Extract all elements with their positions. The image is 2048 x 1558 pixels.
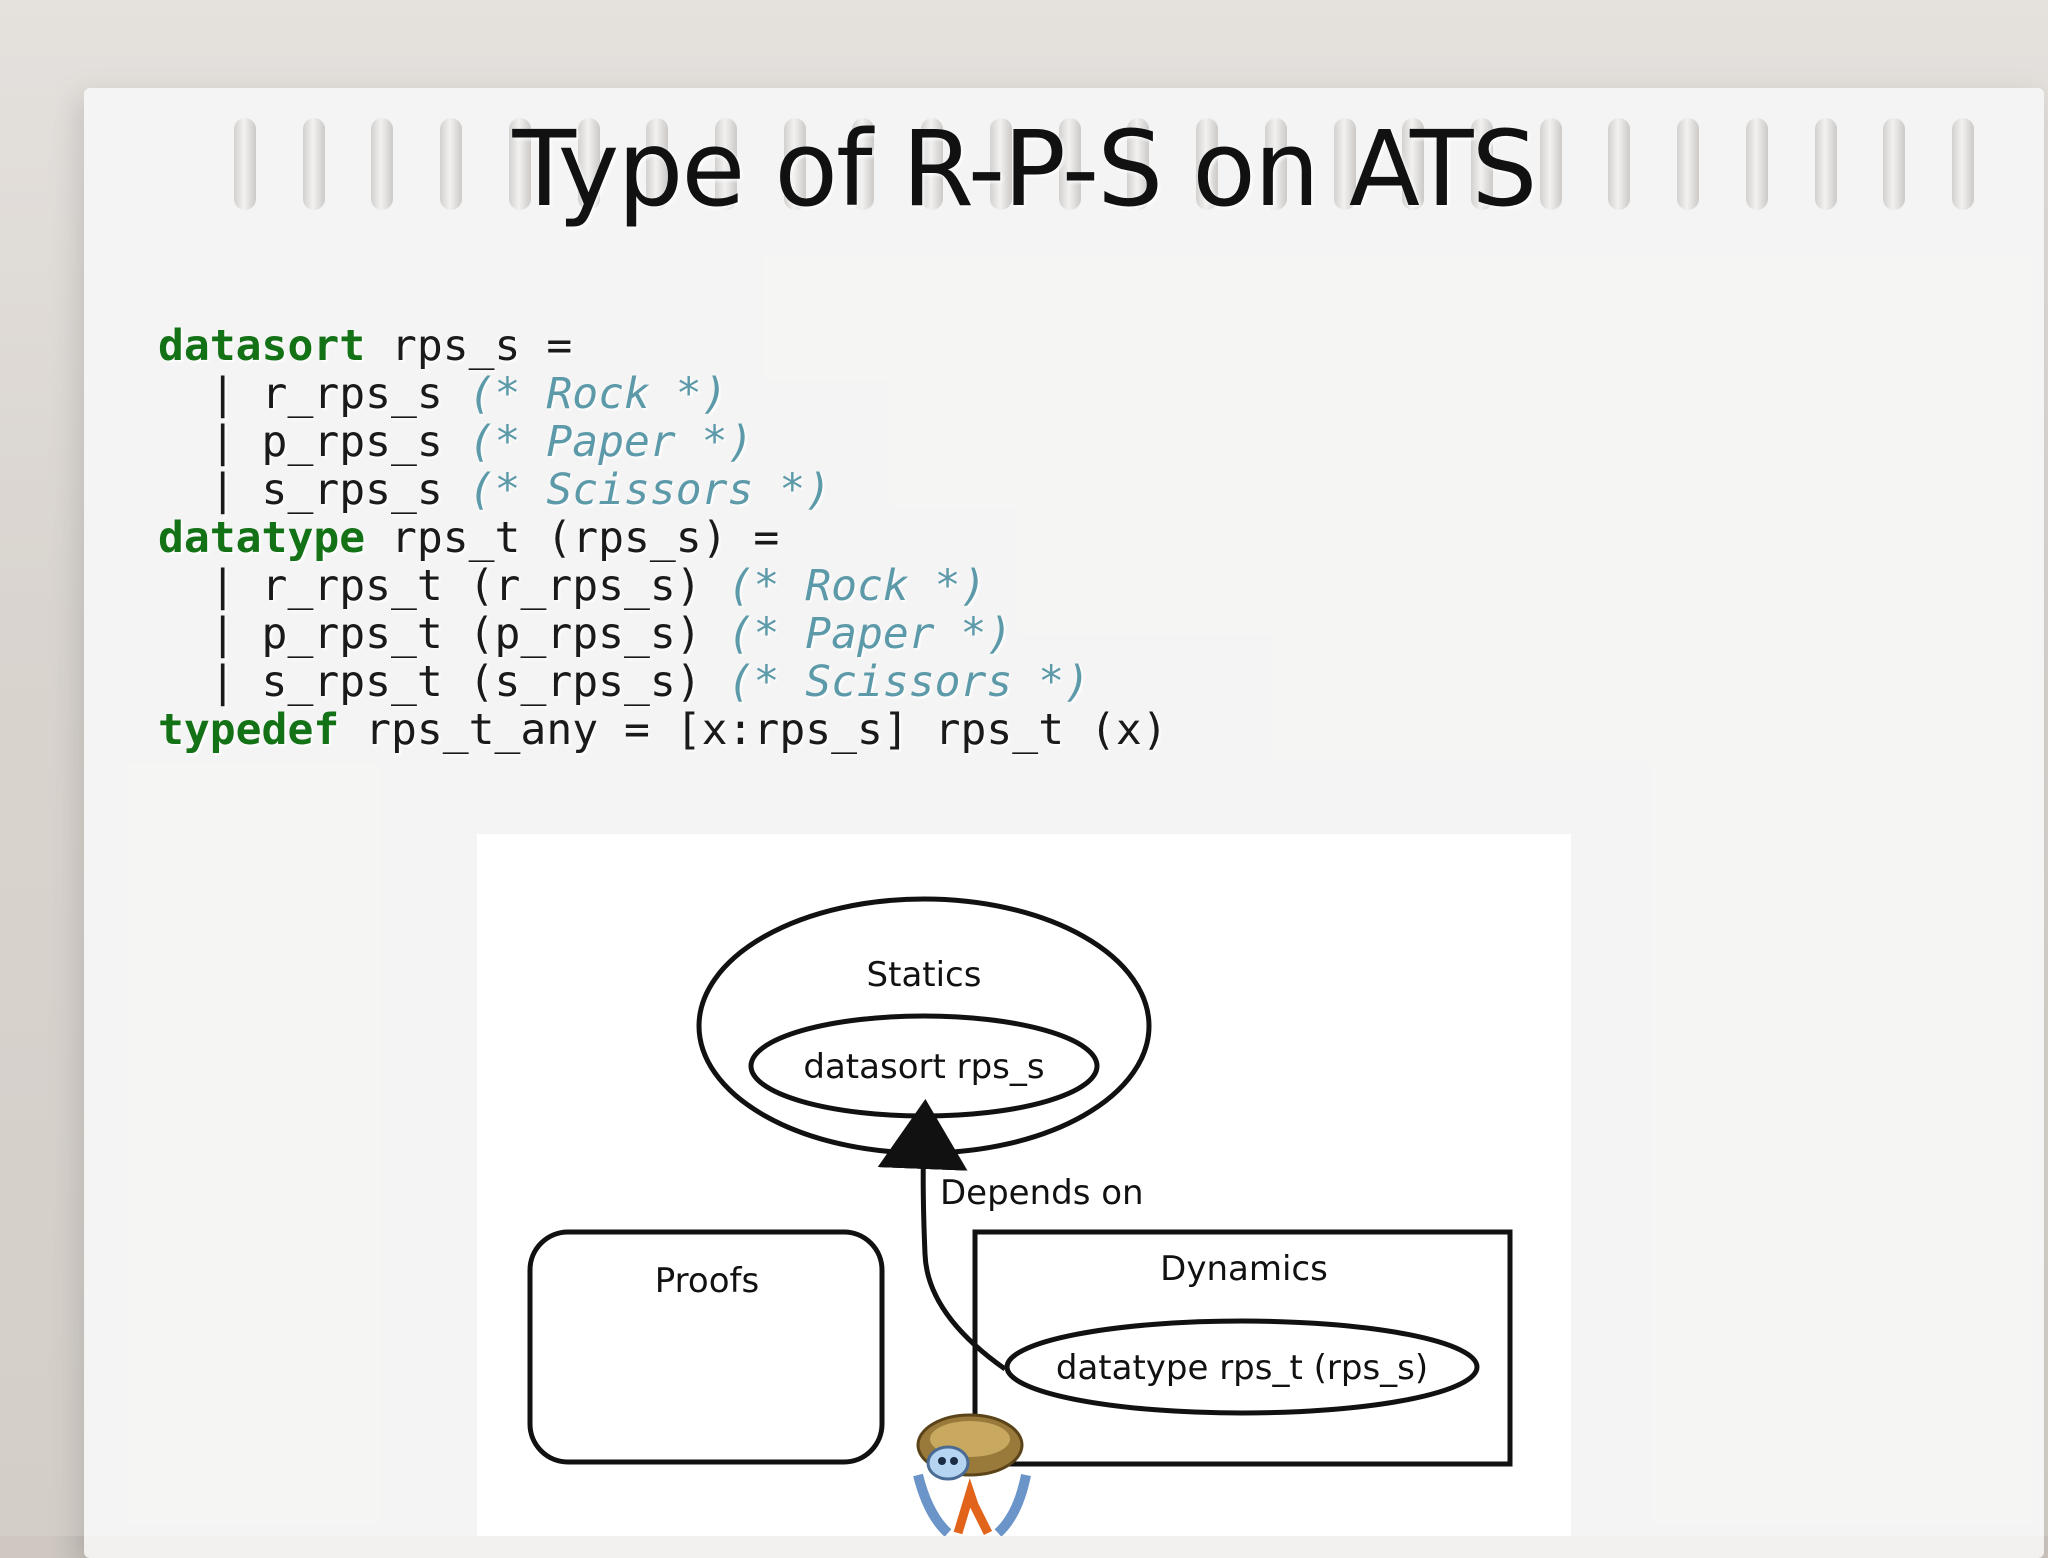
spiral-ring <box>1539 118 1562 210</box>
spiral-ring <box>508 118 531 210</box>
code-text: s_rps_t (s_rps_s) <box>235 657 728 707</box>
code-text: r_rps_t (r_rps_s) <box>235 561 728 611</box>
code-block: datasort rps_s = | r_rps_s (* Rock *) | … <box>158 322 1168 754</box>
code-bar: | <box>209 657 236 707</box>
datatype-label: datatype rps_t (rps_s) <box>1056 1348 1428 1388</box>
code-keyword: datasort <box>158 321 366 371</box>
spiral-ring <box>1883 118 1906 210</box>
ats-diagram: Statics datasort rps_s Proofs Dynamics d… <box>477 834 1571 1536</box>
spiral-ring <box>1814 118 1837 210</box>
datasort-label: datasort rps_s <box>803 1047 1044 1087</box>
code-comment: (* Paper *) <box>727 609 1013 659</box>
code-bar: | <box>209 609 236 659</box>
code-indent <box>158 465 210 515</box>
spiral-ring <box>1058 118 1081 210</box>
spiral-ring <box>1402 118 1425 210</box>
spiral-ring <box>1677 118 1700 210</box>
proofs-box <box>527 1229 885 1465</box>
spiral-ring <box>783 118 806 210</box>
code-text: rps_t_any = [x:rps_s] rps_t (x) <box>339 705 1168 755</box>
spiral-ring <box>1333 118 1356 210</box>
spiral-ring <box>234 118 256 210</box>
code-text: p_rps_t (p_rps_s) <box>235 609 728 659</box>
code-line: | r_rps_s (* Rock *) <box>158 370 1168 418</box>
code-line: datatype rps_t (rps_s) = <box>158 514 1168 562</box>
code-line: | p_rps_s (* Paper *) <box>158 418 1168 466</box>
code-keyword: typedef <box>158 705 340 755</box>
slide-title: Type of R-P-S on ATS <box>512 108 1537 230</box>
code-bar: | <box>209 465 236 515</box>
dynamics-label: Dynamics <box>1160 1249 1328 1289</box>
code-comment: (* Rock *) <box>727 561 987 611</box>
code-line: | s_rps_t (s_rps_s) (* Scissors *) <box>158 658 1168 706</box>
code-indent <box>158 369 210 419</box>
code-comment: (* Rock *) <box>468 369 728 419</box>
spiral-ring <box>1264 118 1287 210</box>
proofs-label: Proofs <box>655 1261 759 1301</box>
spiral-ring <box>852 118 875 210</box>
statics-label: Statics <box>867 955 982 995</box>
spiral-ring <box>921 118 944 210</box>
spiral-ring <box>440 118 463 210</box>
spiral-ring <box>989 118 1012 210</box>
spiral-ring <box>1196 118 1219 210</box>
code-line: | p_rps_t (p_rps_s) (* Paper *) <box>158 610 1168 658</box>
diagram-canvas: Statics datasort rps_s Proofs Dynamics d… <box>527 896 1513 1467</box>
code-line: typedef rps_t_any = [x:rps_s] rps_t (x) <box>158 706 1168 754</box>
code-indent <box>158 561 210 611</box>
spiral-binding <box>234 118 1974 218</box>
spiral-ring <box>646 118 669 210</box>
code-comment: (* Scissors *) <box>468 465 832 515</box>
code-text: p_rps_s <box>235 417 469 467</box>
spiral-ring <box>1745 118 1768 210</box>
code-indent <box>158 657 210 707</box>
code-text: s_rps_s <box>235 465 469 515</box>
code-text: rps_s = <box>365 321 573 371</box>
spiral-ring <box>302 118 325 210</box>
code-text: r_rps_s <box>235 369 469 419</box>
spiral-ring <box>371 118 394 210</box>
code-indent <box>158 609 210 659</box>
code-line: | r_rps_t (r_rps_s) (* Rock *) <box>158 562 1168 610</box>
code-text: rps_t (rps_s) = <box>365 513 780 563</box>
datatype-ellipse <box>1004 1318 1480 1416</box>
spiral-ring <box>577 118 600 210</box>
spiral-ring <box>715 118 738 210</box>
code-bar: | <box>209 561 236 611</box>
code-comment: (* Scissors *) <box>727 657 1090 707</box>
code-keyword: datatype <box>158 513 366 563</box>
depends-on-arrow <box>877 1099 1007 1372</box>
spiral-ring <box>1952 118 1974 210</box>
code-line: datasort rps_s = <box>158 322 1168 370</box>
code-bar: | <box>209 369 236 419</box>
code-indent <box>158 417 210 467</box>
depends-on-label: Depends on <box>940 1173 1144 1213</box>
code-bar: | <box>209 417 236 467</box>
code-comment: (* Paper *) <box>468 417 754 467</box>
spiral-ring <box>1127 118 1150 210</box>
code-line: | s_rps_s (* Scissors *) <box>158 466 1168 514</box>
spiral-ring <box>1470 118 1493 210</box>
ats-mascot-icon <box>913 1413 1031 1536</box>
spiral-ring <box>1608 118 1631 210</box>
